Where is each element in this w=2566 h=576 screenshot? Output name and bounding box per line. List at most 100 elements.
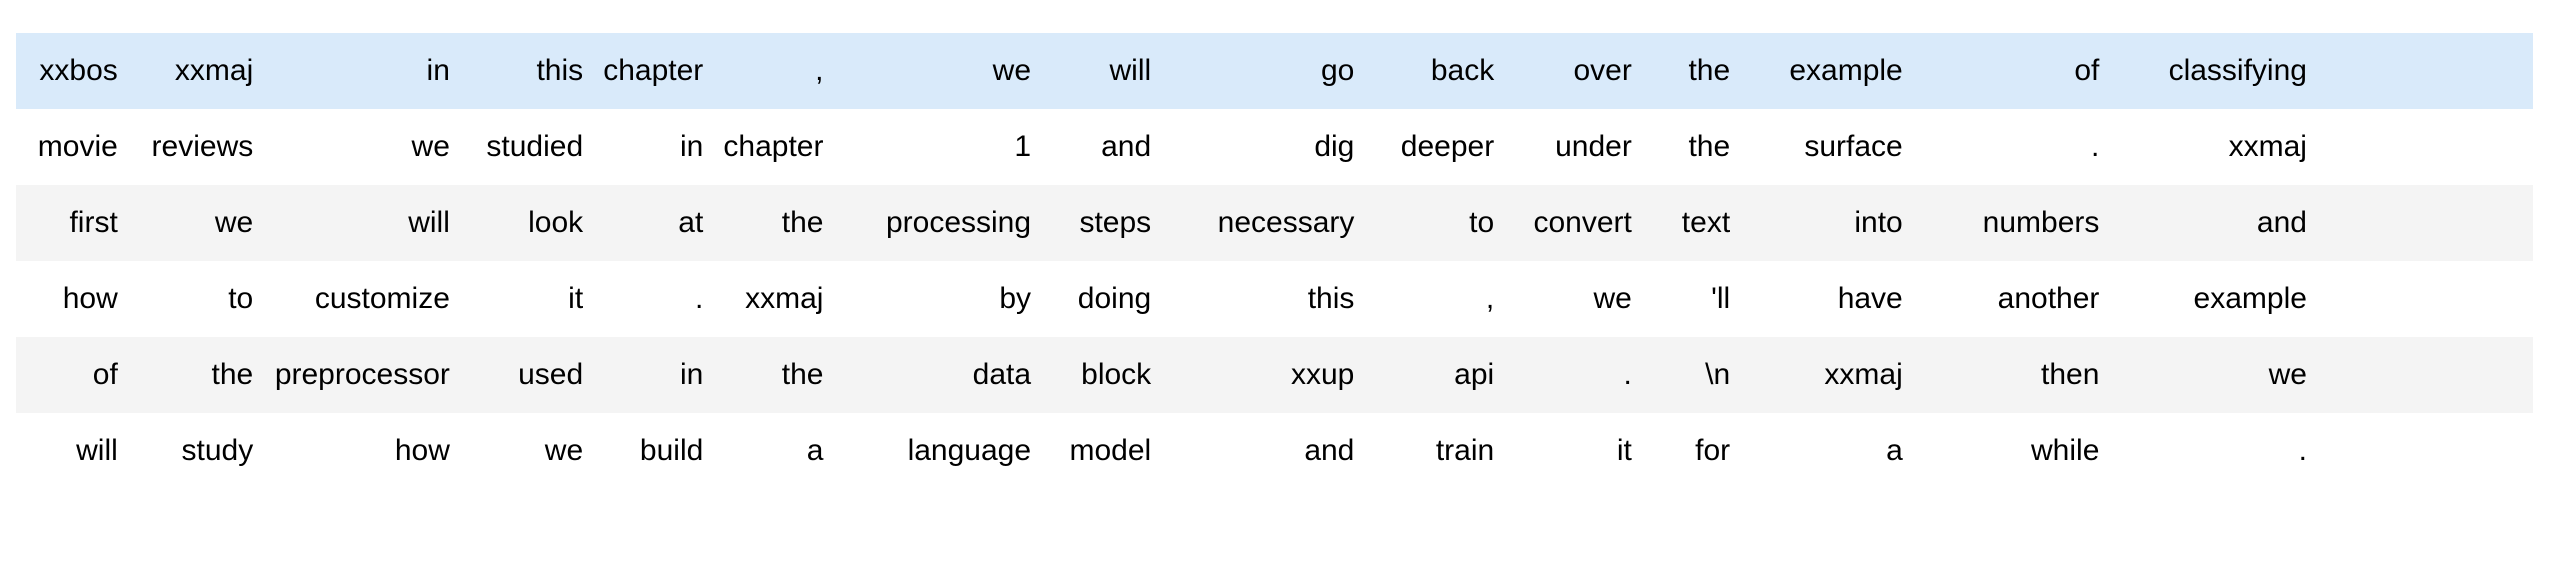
token-cell [2320,261,2533,337]
token-cell: this [463,33,598,109]
token-cell: by [837,261,1046,337]
token-cell: it [1508,413,1646,489]
token-cell: deeper [1368,109,1509,185]
token-cell: will [267,185,464,261]
token-cell: under [1508,109,1646,185]
token-cell: classifying [2113,33,2321,109]
token-cell: and [1045,109,1166,185]
token-cell: a [1744,413,1917,489]
token-cell: of [1916,33,2114,109]
token-cell: build [597,413,718,489]
token-cell: xxbos [16,33,132,109]
token-cell: studied [463,109,598,185]
token-cell: , [717,33,838,109]
token-cell [2320,33,2533,109]
token-cell: \n [1645,337,1745,413]
token-cell: doing [1045,261,1166,337]
token-cell: language [837,413,1046,489]
token-cell: this [1165,261,1369,337]
token-cell: example [1744,33,1917,109]
token-cell: xxmaj [131,33,268,109]
token-cell: necessary [1165,185,1369,261]
token-cell: . [2113,413,2321,489]
token-cell: and [2113,185,2321,261]
token-cell: . [1508,337,1646,413]
token-cell: of [16,337,132,413]
token-cell: movie [16,109,132,185]
token-cell [2320,337,2533,413]
token-cell: steps [1045,185,1166,261]
token-cell: example [2113,261,2321,337]
token-cell: numbers [1916,185,2114,261]
token-cell: dig [1165,109,1369,185]
token-cell: , [1368,261,1509,337]
token-cell: we [2113,337,2321,413]
token-cell: we [463,413,598,489]
token-cell: xxmaj [1744,337,1917,413]
token-cell: 1 [837,109,1046,185]
token-cell: the [1645,33,1745,109]
token-cell: will [1045,33,1166,109]
token-cell: processing [837,185,1046,261]
token-cell: . [597,261,718,337]
token-cell: to [131,261,268,337]
token-cell: customize [267,261,464,337]
token-cell: xxmaj [2113,109,2321,185]
token-cell: xxmaj [717,261,838,337]
token-cell: . [1916,109,2114,185]
token-cell: back [1368,33,1509,109]
token-cell: study [131,413,268,489]
token-cell: then [1916,337,2114,413]
token-cell: it [463,261,598,337]
token-cell: chapter [717,109,838,185]
token-cell: another [1916,261,2114,337]
token-cell: in [597,109,718,185]
token-cell: have [1744,261,1917,337]
token-cell: train [1368,413,1509,489]
token-cell: go [1165,33,1369,109]
token-cell: reviews [131,109,268,185]
token-cell: preprocessor [267,337,464,413]
token-cell: block [1045,337,1166,413]
token-cell: and [1165,413,1369,489]
token-cell: surface [1744,109,1917,185]
token-cell: the [1645,109,1745,185]
token-cell: into [1744,185,1917,261]
token-cell: convert [1508,185,1646,261]
token-cell: while [1916,413,2114,489]
token-cell: api [1368,337,1509,413]
token-cell: look [463,185,598,261]
token-cell: data [837,337,1046,413]
token-cell: at [597,185,718,261]
token-cell: chapter [597,33,718,109]
token-cell: will [16,413,132,489]
token-cell [2320,413,2533,489]
token-cell: model [1045,413,1166,489]
token-cell: to [1368,185,1509,261]
token-cell: first [16,185,132,261]
token-cell: text [1645,185,1745,261]
token-cell: xxup [1165,337,1369,413]
token-cell: we [131,185,268,261]
token-cell [2320,109,2533,185]
token-cell: we [837,33,1046,109]
token-cell: in [267,33,464,109]
token-cell: the [717,337,838,413]
token-cell: the [717,185,838,261]
token-cell: over [1508,33,1646,109]
token-cell: we [267,109,464,185]
token-cell: for [1645,413,1745,489]
token-cell [2320,185,2533,261]
token-cell: we [1508,261,1646,337]
token-cell: 'll [1645,261,1745,337]
token-cell: how [267,413,464,489]
token-cell: used [463,337,598,413]
token-cell: in [597,337,718,413]
